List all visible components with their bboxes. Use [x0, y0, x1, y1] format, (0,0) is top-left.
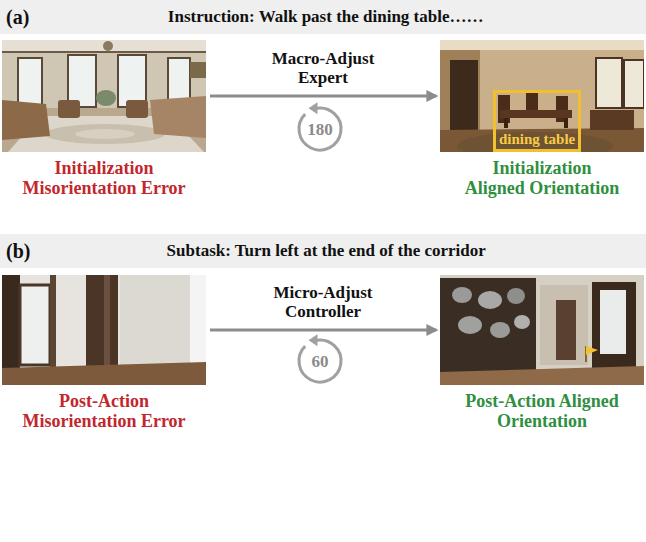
rotation-icon [299, 340, 341, 382]
highlight-box: dining table [493, 90, 581, 152]
image-panel: Post-Action Misorientation Error [2, 275, 206, 431]
corridor-photo [440, 275, 644, 385]
instruction-text: Subtask: Turn left at the end of the cor… [30, 241, 646, 261]
edge-label: Macro-Adjust Expert [248, 49, 398, 88]
corridor-wall-photo [2, 275, 206, 385]
image-panel: Initialization Aligned Orientation dining… [440, 40, 644, 198]
image-panel: Initialization Misorientation Error [2, 40, 206, 198]
living-room-photo [2, 40, 206, 152]
rotation-arrowhead [309, 102, 318, 114]
rotation-arrowhead [309, 334, 318, 346]
image-caption: Initialization Aligned Orientation [462, 158, 622, 198]
flow-arrow [210, 95, 436, 98]
edge-label: Micro-Adjust Controller [248, 283, 398, 322]
image-caption: Initialization Misorientation Error [16, 158, 192, 198]
flow-arrow [210, 329, 436, 332]
header-band: (a)Instruction: Walk past the dining tab… [0, 0, 646, 34]
panel-letter: (b) [0, 240, 30, 263]
instruction-text: Instruction: Walk past the dining table…… [29, 7, 646, 27]
image-panel: Post-Action Aligned Orientation [440, 275, 644, 431]
header-band: (b)Subtask: Turn left at the end of the … [0, 234, 646, 268]
image-caption: Post-Action Aligned Orientation [462, 391, 622, 431]
object-label: dining table [499, 131, 575, 149]
panel-letter: (a) [0, 6, 29, 29]
rotation-icon [299, 108, 341, 150]
rotation-degrees: 60 [312, 353, 329, 370]
rotation-degrees: 180 [307, 121, 333, 138]
dining-room-photo [440, 40, 644, 152]
image-caption: Post-Action Misorientation Error [16, 391, 192, 431]
